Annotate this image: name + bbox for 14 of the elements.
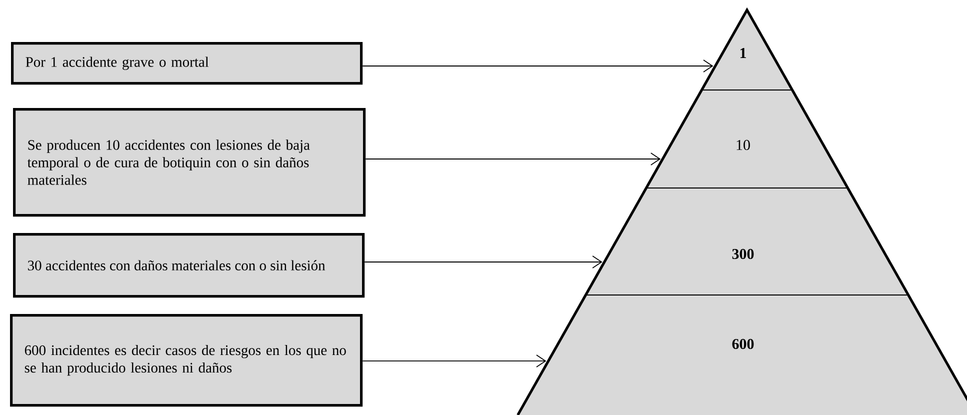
arrow <box>365 152 661 166</box>
node-label: 300 <box>732 248 754 260</box>
node-label: 1 <box>740 48 746 58</box>
pyramid-band: 1 <box>702 10 792 90</box>
arrow <box>362 354 546 368</box>
arrow <box>364 256 602 268</box>
node-label: 10 <box>736 140 750 150</box>
pyramid-band: 300 <box>586 188 908 295</box>
text-box: 600 incidentes es decir casos de riesgos en los que no se han producido lesiones ni daños <box>10 314 363 407</box>
text-box: 30 accidentes con daños materiales con o sin lesión <box>13 232 365 298</box>
pyramid-band: 600 <box>518 294 967 415</box>
text-box: Se producen 10 accidentes con lesiones de baja temporal o de cura de botiquin con o sin daños materiales <box>13 108 366 217</box>
text-box: Por 1 accidente grave o mortal <box>11 42 363 85</box>
arrow <box>362 60 714 72</box>
